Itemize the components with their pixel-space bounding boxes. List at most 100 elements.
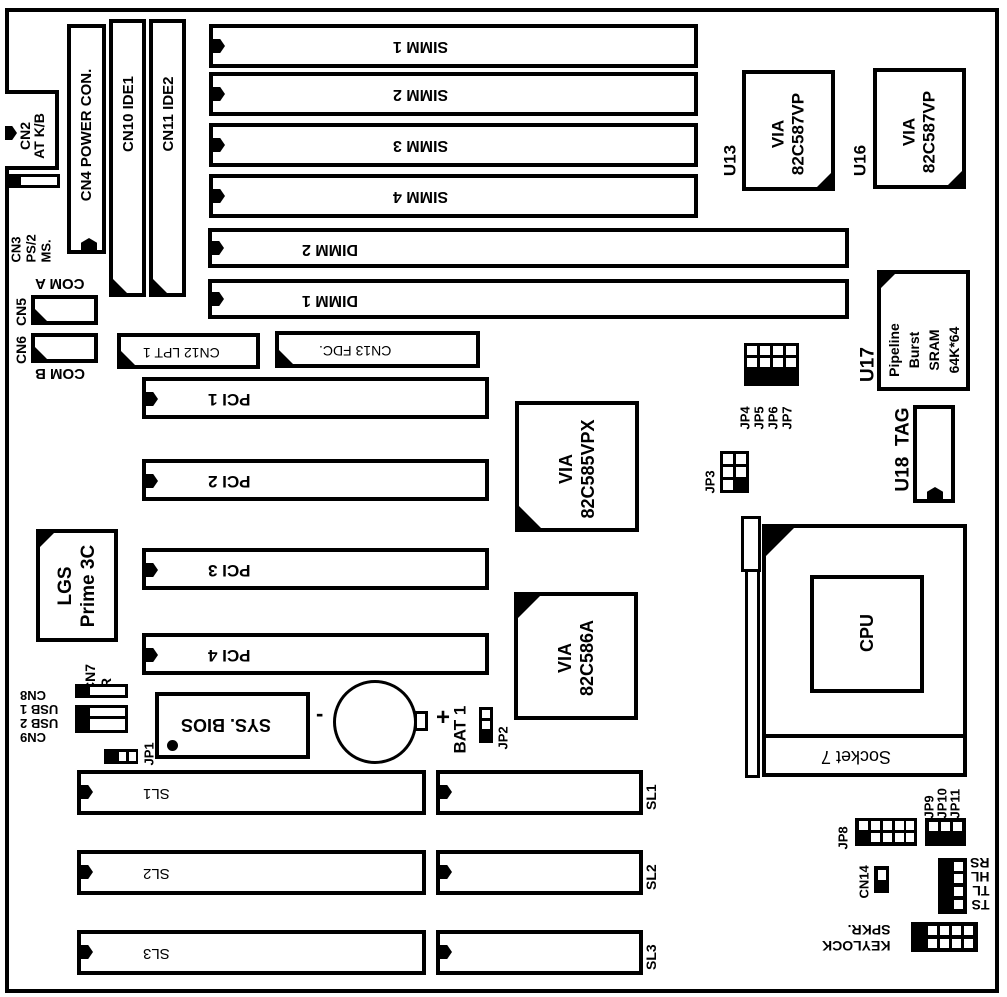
pci-slot-2[interactable]: PCI 2 <box>142 459 489 501</box>
pin1-marker-icon <box>153 279 167 293</box>
south-line2: 82C586A <box>577 619 597 697</box>
jp7-label: JP7 <box>779 406 795 430</box>
cpu-chip[interactable]: CPU <box>810 575 924 693</box>
isa-slot-3-left[interactable]: SL3 <box>77 930 426 975</box>
isa-2-label: SL2 <box>143 865 170 882</box>
cn4-power-connector[interactable]: CN4 POWER CON. <box>67 24 106 254</box>
usb2-label: USB 2 <box>20 716 59 731</box>
u16-line1: VIA <box>899 117 919 147</box>
u13-text: VIA 82C587VP <box>769 78 809 191</box>
isa-slot-3-right[interactable] <box>436 930 643 975</box>
simm-4-label: SIMM 4 <box>393 188 449 205</box>
chip-u17-sram[interactable]: Pipeline Burst SRAM 64K*64 <box>877 270 970 391</box>
cn13-label: CN13 FDC. <box>319 343 392 359</box>
pin1-marker-icon <box>81 945 93 959</box>
chip-u18-tag[interactable] <box>913 405 955 503</box>
pci-3-label: PCI 3 <box>208 561 251 580</box>
cn3-text2: MS. <box>38 239 54 263</box>
pin1-marker-icon <box>213 39 225 53</box>
cn5-com-a-connector[interactable] <box>31 295 98 325</box>
cn2-label: CN2 AT K/B <box>17 101 47 171</box>
jp2-jumper[interactable] <box>479 707 493 743</box>
pin1-marker-icon <box>279 350 293 364</box>
cn6-com-b-connector[interactable] <box>31 333 98 363</box>
socket-lever-arm[interactable] <box>745 572 760 778</box>
socket-lever-handle[interactable] <box>741 516 761 572</box>
u18-ref: U18 <box>892 456 914 492</box>
cn3-ps2-connector[interactable] <box>5 174 60 188</box>
simm-slot-1[interactable]: SIMM 1 <box>209 24 698 68</box>
battery-terminal <box>414 711 428 731</box>
chip-u16[interactable]: VIA 82C587VP <box>873 68 966 189</box>
jp8-jumper-block[interactable] <box>855 818 917 846</box>
simm-slot-4[interactable]: SIMM 4 <box>209 174 698 218</box>
jp11-label: JP11 <box>947 788 963 819</box>
spkr-keylock-header[interactable] <box>911 922 978 952</box>
cn7-ir-connector[interactable] <box>75 684 128 698</box>
pin1-marker-icon <box>146 474 158 488</box>
cn2-keyboard-connector[interactable]: CN2 AT K/B <box>5 90 59 170</box>
pin1-marker-icon <box>146 648 158 662</box>
pci-slot-4[interactable]: PCI 4 <box>142 633 489 675</box>
jp1-jumper[interactable] <box>104 749 138 764</box>
pin1-dot-icon <box>167 740 178 751</box>
pin1-marker-icon <box>518 596 540 618</box>
dimm-2-label: DIMM 2 <box>302 241 358 258</box>
usb1-label: USB 1 <box>20 702 59 717</box>
isa-slot-1-left[interactable]: SL1 <box>77 770 426 815</box>
pin1-marker-icon <box>766 528 794 556</box>
pci-slot-3[interactable]: PCI 3 <box>142 548 489 590</box>
chip-via-82c586a[interactable]: VIA 82C586A <box>514 592 638 720</box>
cn14-connector[interactable] <box>874 866 889 893</box>
pin1-marker-icon <box>440 865 452 879</box>
dimm-slot-2[interactable]: DIMM 2 <box>208 228 849 268</box>
cpu-socket-7[interactable]: CPU Socket 7 <box>762 524 967 777</box>
dimm-slot-1[interactable]: DIMM 1 <box>208 279 849 319</box>
jp2-label: JP2 <box>495 726 511 750</box>
battery-label: BAT 1 <box>450 705 470 754</box>
north-text: VIA 82C585VPX <box>555 401 599 537</box>
south-text: VIA 82C586A <box>554 590 598 726</box>
simm-slot-2[interactable]: SIMM 2 <box>209 72 698 116</box>
spkr-keylock-labels: KEYLOCK SPKR. <box>822 922 890 954</box>
dimm-1-label: DIMM 1 <box>302 292 358 309</box>
chip-lgs-prime-3c[interactable]: LGS Prime 3C <box>36 529 118 642</box>
jp4-7-jumper-block[interactable] <box>744 343 799 386</box>
battery-bat1[interactable] <box>333 680 417 764</box>
tl-label: TL <box>972 883 990 899</box>
cn12-lpt1-connector[interactable]: CN12 LPT 1 <box>117 333 260 369</box>
jp3-jumper[interactable] <box>720 451 749 493</box>
sys-bios-chip[interactable]: SYS. BIOS <box>155 692 310 759</box>
chip-u13[interactable]: VIA 82C587VP <box>742 70 835 191</box>
rs-label: RS <box>970 855 990 871</box>
cn11-label: CN11 IDE2 <box>159 76 177 152</box>
isa-slot-1-right[interactable] <box>436 770 643 815</box>
bios-label: SYS. BIOS <box>181 715 272 735</box>
pin1-marker-icon <box>212 292 224 306</box>
isa-slot-2-left[interactable]: SL2 <box>77 850 426 895</box>
cn11-ide2-connector[interactable]: CN11 IDE2 <box>149 19 186 297</box>
pin1-marker-icon <box>213 189 225 203</box>
cn13-fdc-connector[interactable]: CN13 FDC. <box>275 331 480 368</box>
north-line1: VIA <box>556 454 576 485</box>
jp9-11-jumper-block[interactable] <box>925 818 966 846</box>
com-a-label: COM A <box>35 275 85 292</box>
pci-slot-1[interactable]: PCI 1 <box>142 377 489 419</box>
io-line2: Prime 3C <box>78 544 99 628</box>
pin1-marker-icon <box>948 171 962 185</box>
board-outline <box>5 8 999 993</box>
pin1-marker-icon <box>146 392 158 406</box>
u17-line4: 64K*64 <box>946 326 962 374</box>
cn6-label: CN6 <box>13 335 29 364</box>
socket-label: Socket 7 <box>821 747 892 767</box>
u16-text: VIA 82C587VP <box>900 76 940 189</box>
front-panel-led-header[interactable] <box>938 858 967 914</box>
pin1-marker-icon <box>440 785 452 799</box>
isa-slot-2-right[interactable] <box>436 850 643 895</box>
simm-slot-3[interactable]: SIMM 3 <box>209 123 698 167</box>
cn10-ide1-connector[interactable]: CN10 IDE1 <box>109 19 146 297</box>
u13-ref-label: U13 <box>720 144 740 177</box>
cn8-cn9-usb-connector[interactable] <box>75 705 128 733</box>
u17-ref-label: U17 <box>857 347 879 382</box>
chip-via-82c585vpx[interactable]: VIA 82C585VPX <box>515 401 639 532</box>
